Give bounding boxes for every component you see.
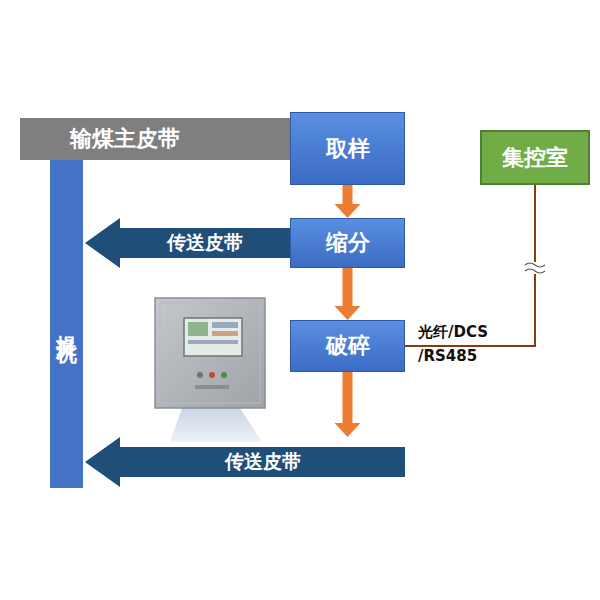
connector — [335, 268, 361, 320]
node-label: 缩分 — [326, 228, 370, 258]
connection-label: 光纤/DCS /RS485 — [418, 320, 518, 368]
process-box: 取样 — [290, 112, 405, 185]
arrow-band-outline — [85, 218, 290, 268]
main-belt-band: 输煤主皮带 — [20, 118, 310, 160]
flow-arrow — [335, 185, 361, 218]
flow-arrow — [335, 268, 361, 320]
process-box: 缩分 — [290, 218, 405, 268]
flow-arrow — [335, 372, 361, 437]
control-room-box: 集控室 — [480, 130, 590, 185]
node-label: 传送皮带 — [167, 230, 243, 256]
connector — [335, 185, 361, 218]
node-label: 取样 — [326, 134, 370, 164]
conveyor-arrow-band: 传送皮带 — [85, 437, 405, 487]
process-box: 破碎 — [290, 320, 405, 372]
arrow-band-outline — [85, 437, 405, 487]
connector — [405, 185, 535, 346]
elevator-band: 提升机 — [50, 160, 83, 488]
node-label: 集控室 — [502, 143, 568, 173]
node-label: 传送皮带 — [225, 449, 301, 475]
node-label: 输煤主皮带 — [70, 124, 180, 154]
conveyor-arrow-band: 传送皮带 — [85, 218, 290, 268]
node-label: 提升机 — [53, 318, 81, 330]
signal-line — [405, 185, 535, 346]
node-label: 破碎 — [326, 331, 370, 361]
connector — [335, 372, 361, 437]
